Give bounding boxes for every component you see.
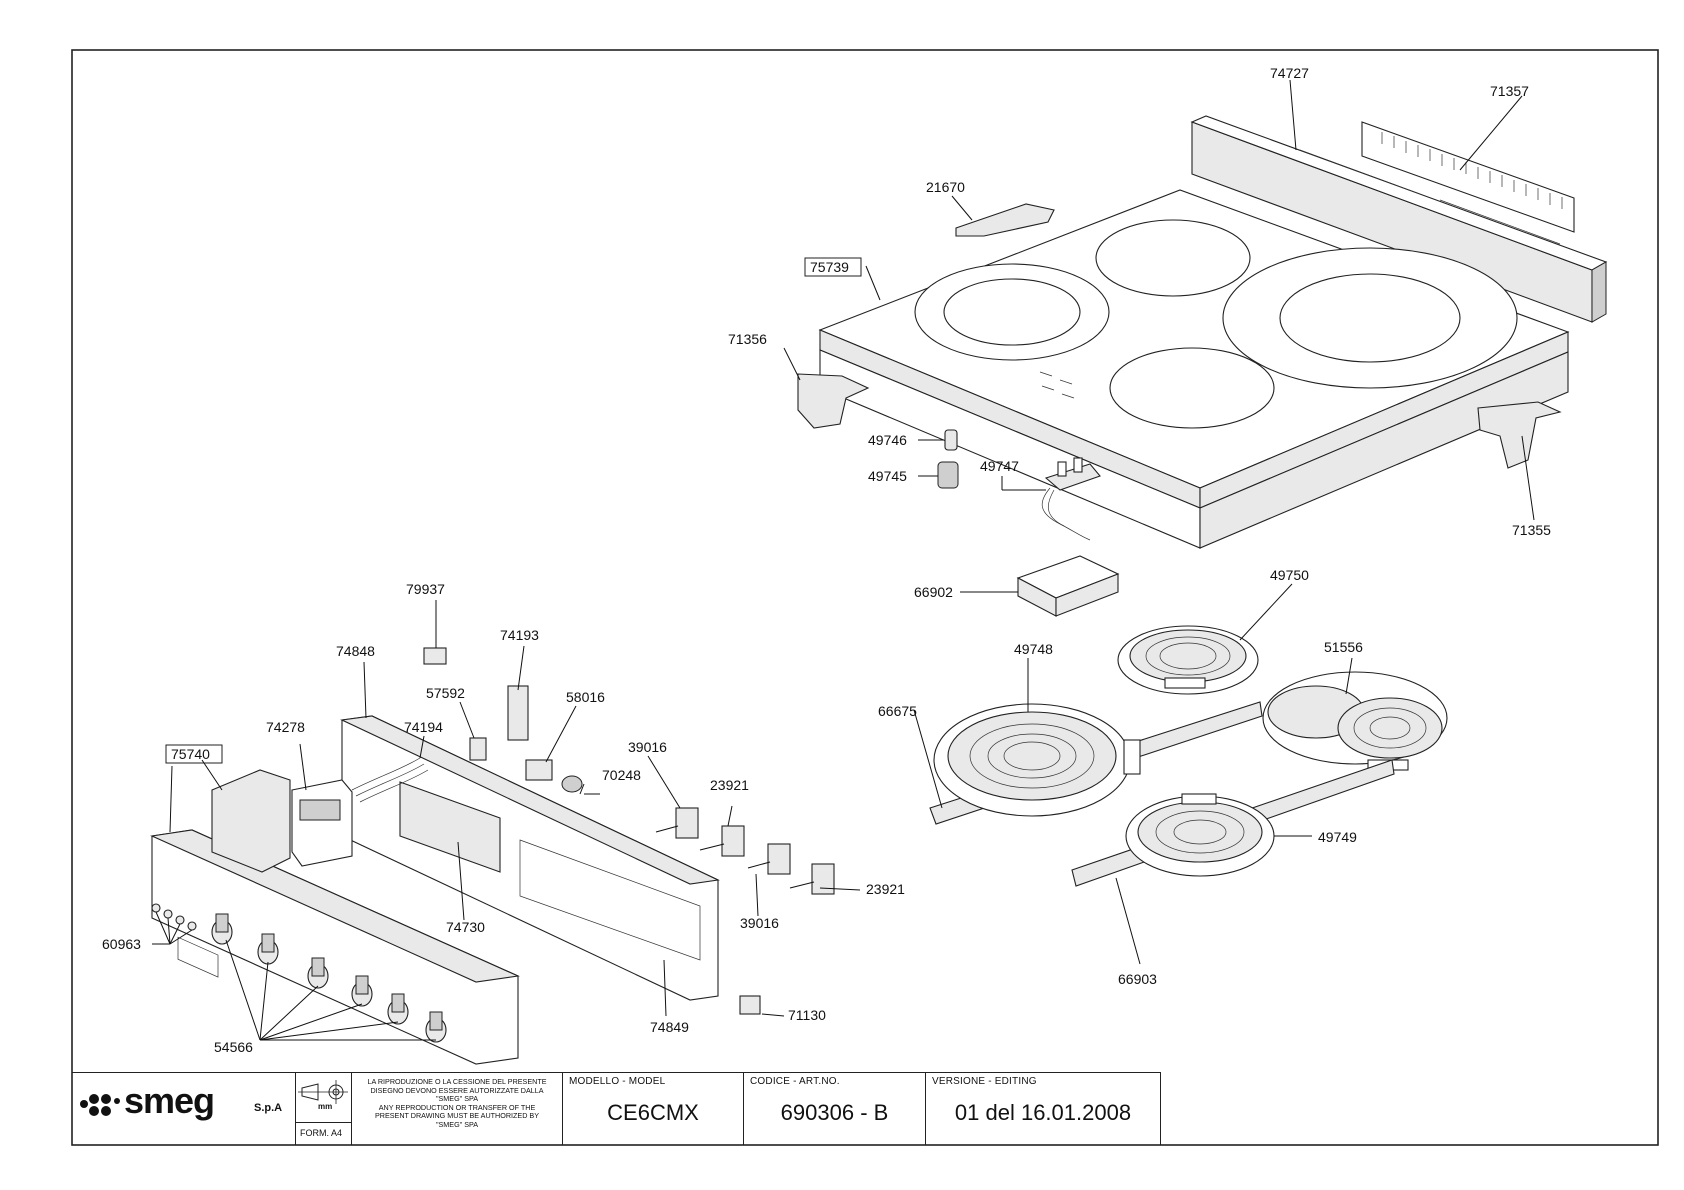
callout-75740: 75740: [171, 746, 210, 762]
callout-71357: 71357: [1490, 83, 1529, 99]
model-caption: MODELLO - MODEL: [569, 1076, 666, 1087]
part-49746: [944, 429, 958, 451]
callout-58016: 58016: [566, 689, 605, 705]
notice-cell: LA RIPRODUZIONE O LA CESSIONE DEL PRESEN…: [352, 1072, 563, 1145]
callout-74730: 74730: [446, 919, 485, 935]
knobs: [211, 913, 447, 1043]
callout-74193: 74193: [500, 627, 539, 643]
callout-49750: 49750: [1270, 567, 1309, 583]
callout-49747: 49747: [980, 458, 1019, 474]
notice-line: "SMEG" SPA: [435, 1094, 479, 1103]
callout-66903: 66903: [1118, 971, 1157, 987]
callout-75739: 75739: [810, 259, 849, 275]
version-cell: VERSIONE - EDITING 01 del 16.01.2008: [926, 1072, 1161, 1145]
callout-74849: 74849: [650, 1019, 689, 1035]
callout-71356: 71356: [728, 331, 767, 347]
part-58016: [525, 759, 553, 781]
hob-assembly: [797, 115, 1608, 617]
part-71130: [739, 995, 761, 1015]
callout-49749: 49749: [1318, 829, 1357, 845]
callout-54566: 54566: [214, 1039, 253, 1055]
callout-74278: 74278: [266, 719, 305, 735]
callout-23921: 23921: [866, 881, 905, 897]
notice-line: LA RIPRODUZIONE O LA CESSIONE DEL PRESEN…: [367, 1077, 547, 1086]
smeg-logo: [80, 1094, 120, 1116]
callout-79937: 79937: [406, 581, 445, 597]
callout-74194: 74194: [404, 719, 443, 735]
brand-cell: smeg S.p.A: [72, 1072, 296, 1145]
drawing-frame: [71, 49, 1659, 1146]
boxed-callout-frame: [165, 744, 223, 764]
callout-39016: 39016: [628, 739, 667, 755]
code-caption: CODICE - ART.NO.: [750, 1076, 840, 1087]
part-49747: [1041, 457, 1101, 541]
callout-21670: 21670: [926, 179, 965, 195]
version-caption: VERSIONE - EDITING: [932, 1076, 1037, 1087]
brand-name: smeg: [124, 1080, 215, 1121]
bracket-71356: [797, 373, 870, 429]
callout-71355: 71355: [1512, 522, 1551, 538]
model-cell: MODELLO - MODEL CE6CMX: [563, 1072, 744, 1145]
callout-49746: 49746: [868, 432, 907, 448]
notice-line: DISEGNO DEVONO ESSERE AUTORIZZATE DALLA: [370, 1085, 544, 1095]
part-66902: [1016, 555, 1120, 617]
heating-elements: [929, 625, 1448, 887]
part-79937: [423, 647, 447, 665]
control-panel-assembly: [150, 647, 835, 1065]
bracket-71355: [1477, 401, 1562, 469]
brand-suffix: S.p.A: [254, 1102, 283, 1114]
bracket-slots: [1381, 132, 1563, 209]
code-value: 690306 - B: [780, 1100, 889, 1125]
callout-66675: 66675: [878, 703, 917, 719]
form-label: FORM. A4: [300, 1128, 343, 1138]
callout-49748: 49748: [1014, 641, 1053, 657]
boxed-callout-frame: [804, 257, 862, 277]
logo-dots-icon: [80, 1094, 120, 1116]
form-cell: FORM. A4: [296, 1122, 351, 1145]
notice-line: PRESENT DRAWING MUST BE AUTHORIZED BY: [374, 1111, 539, 1120]
callout-39016: 39016: [740, 915, 779, 931]
callout-66902: 66902: [914, 584, 953, 600]
leader-lines: [152, 79, 1535, 1041]
part-57592: [469, 737, 487, 761]
version-value: 01 del 16.01.2008: [954, 1100, 1132, 1125]
callout-49745: 49745: [868, 468, 907, 484]
part-74193: [507, 685, 529, 741]
part-49745: [937, 461, 959, 489]
callout-23921: 23921: [710, 777, 749, 793]
callout-51556: 51556: [1324, 639, 1363, 655]
callout-labels: 74727 71357 21670 75739 71356 49746 4974…: [102, 65, 1551, 1055]
unit-cell: mm FORM. A4: [296, 1072, 352, 1145]
callout-74727: 74727: [1270, 65, 1309, 81]
projection-symbol-icon: [298, 1080, 348, 1104]
callout-71130: 71130: [788, 1007, 826, 1023]
part-70248: [561, 775, 583, 793]
callout-70248: 70248: [602, 767, 641, 783]
notice-line: "SMEG" SPA: [435, 1119, 479, 1129]
unit-label: mm: [318, 1102, 333, 1111]
notice-line: ANY REPRODUCTION OR TRANSFER OF THE: [378, 1102, 536, 1112]
callout-60963: 60963: [102, 936, 141, 952]
model-value: CE6CMX: [607, 1100, 699, 1125]
code-cell: CODICE - ART.NO. 690306 - B: [744, 1072, 926, 1145]
callout-74848: 74848: [336, 643, 375, 659]
callout-57592: 57592: [426, 685, 465, 701]
